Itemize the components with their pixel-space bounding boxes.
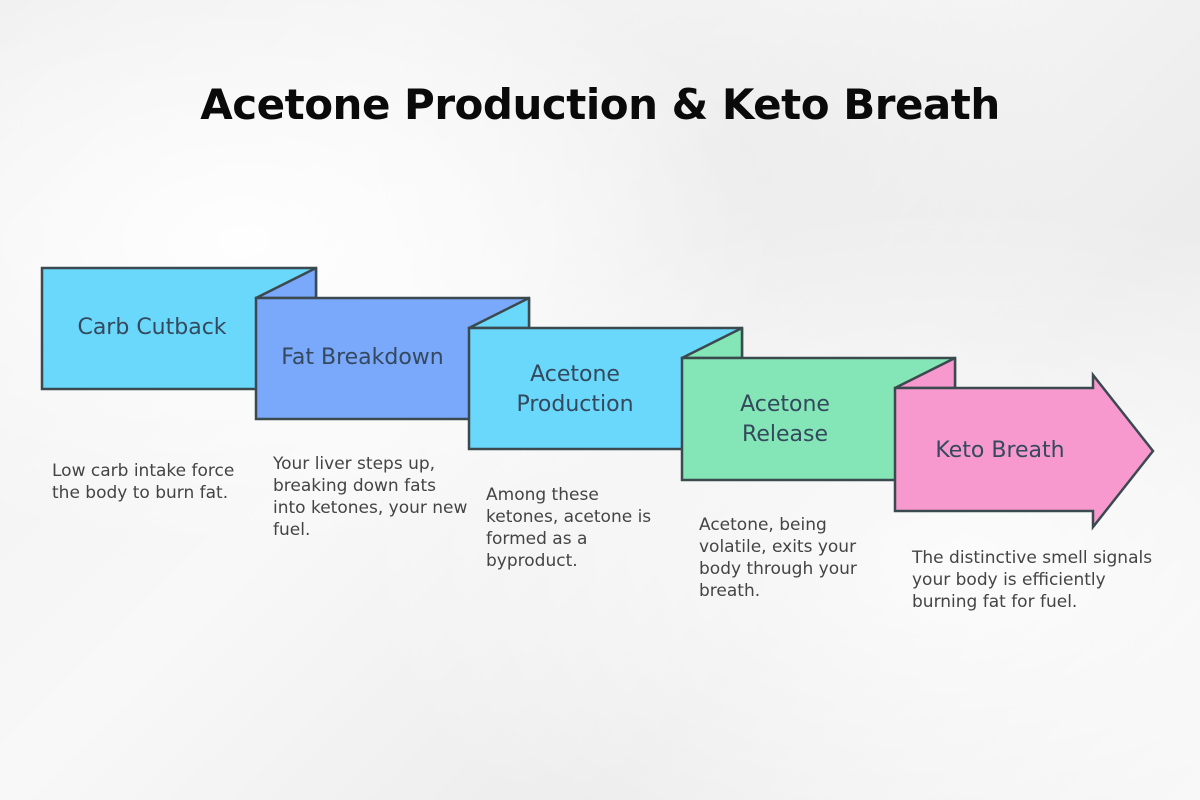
step-description-acetone-production: Among these ketones, acetone is formed a… — [486, 485, 652, 571]
step-label-acetone-release: Acetone Release — [740, 392, 830, 447]
step-label-fat-breakdown: Fat Breakdown — [281, 345, 444, 370]
step-label-acetone-production: Acetone Production — [516, 362, 634, 417]
step-label-carb-cutback: Carb Cutback — [77, 315, 227, 340]
step-description-carb-cutback: Low carb intake force the body to burn f… — [52, 461, 235, 503]
step-description-keto-breath: The distinctive smell signals your body … — [912, 548, 1153, 612]
step-description-fat-breakdown: Your liver steps up, breaking down fats … — [273, 454, 468, 540]
step-description-acetone-release: Acetone, being volatile, exits your body… — [699, 515, 857, 601]
step-keto-breath-arrow — [893, 371, 1155, 531]
diagram-title: Acetone Production & Keto Breath — [200, 80, 1000, 129]
step-label-keto-breath: Keto Breath — [935, 438, 1065, 463]
